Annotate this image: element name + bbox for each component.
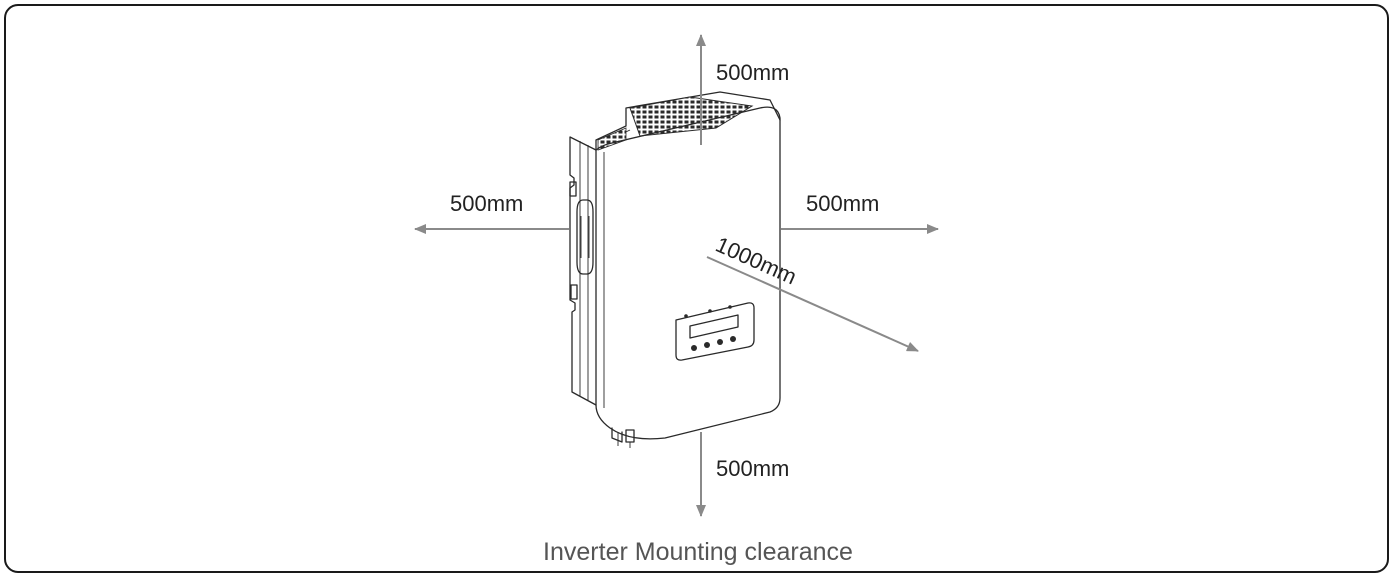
- inverter-side-panel: [569, 136, 597, 406]
- keypad-button-2: [704, 342, 710, 348]
- inverter-lcd-screen: [689, 314, 739, 339]
- label-bottom-clearance: 500mm: [716, 456, 789, 481]
- status-led-2: [708, 309, 712, 313]
- keypad-button-4: [730, 336, 736, 342]
- inverter-display-panel: [675, 302, 755, 361]
- arrow-front: [706, 256, 919, 352]
- diagram-caption: Inverter Mounting clearance: [543, 538, 853, 566]
- label-right-clearance: 500mm: [806, 191, 879, 216]
- status-led-1: [684, 314, 688, 318]
- keypad-button-3: [717, 339, 723, 345]
- label-front-clearance: 1000mm: [712, 232, 800, 290]
- label-top-clearance: 500mm: [716, 60, 789, 85]
- inverter-side-handle: [576, 199, 594, 275]
- inverter-top-block: [595, 91, 781, 151]
- status-led-3: [728, 305, 732, 309]
- inverter-bottom-connectors: [611, 427, 635, 448]
- inverter-top-grill: [629, 96, 754, 137]
- inverter-device: [569, 91, 781, 448]
- label-left-clearance: 500mm: [450, 191, 523, 216]
- diagram-frame: [4, 4, 1389, 573]
- keypad-button-1: [691, 345, 697, 351]
- inverter-front-cover: [595, 106, 781, 440]
